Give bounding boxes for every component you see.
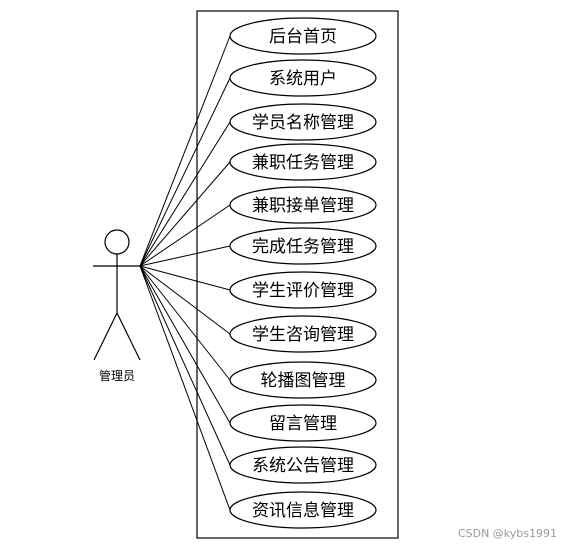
association-line [139, 265, 231, 511]
use-case-label: 系统用户 [269, 69, 337, 89]
use-case-ellipse [229, 186, 377, 224]
use-case-label: 兼职任务管理 [252, 153, 354, 173]
association-line [139, 35, 231, 267]
use-case-label: 兼职接单管理 [252, 196, 354, 216]
actor-left-leg [93, 312, 118, 361]
use-case-ellipse [229, 361, 377, 399]
use-case-label: 后台首页 [269, 27, 337, 47]
actor-label: 管理员 [99, 368, 135, 383]
use-case: 学员名称管理 [229, 103, 377, 141]
association-lines [139, 35, 231, 511]
use-case-ellipse [229, 491, 377, 529]
use-case-ellipse [229, 315, 377, 353]
association-line [139, 265, 231, 381]
association-line [139, 204, 231, 267]
association-line [139, 265, 231, 291]
use-case-label: 留言管理 [269, 414, 337, 434]
use-case-ellipse [229, 17, 377, 55]
association-line [139, 121, 231, 267]
use-case-ellipse [229, 227, 377, 265]
use-case-label: 轮播图管理 [261, 371, 346, 391]
system-boundary [196, 10, 399, 539]
use-case: 资讯信息管理 [229, 491, 377, 529]
use-case-ellipse [229, 404, 377, 442]
actor-right-leg [116, 312, 141, 361]
use-case: 学生咨询管理 [229, 315, 377, 353]
association-line [139, 265, 231, 466]
association-line [139, 77, 231, 267]
actor-head [104, 229, 130, 255]
use-case: 轮播图管理 [229, 361, 377, 399]
association-line [139, 265, 231, 335]
use-case: 后台首页 [229, 17, 377, 55]
use-case: 完成任务管理 [229, 227, 377, 265]
use-case-label: 完成任务管理 [252, 237, 354, 257]
use-case-label: 系统公告管理 [252, 456, 354, 476]
association-line [139, 161, 231, 267]
use-case: 系统公告管理 [229, 446, 377, 484]
use-case-label: 学生咨询管理 [252, 325, 354, 345]
association-line [139, 265, 231, 424]
use-case: 兼职任务管理 [229, 143, 377, 181]
use-case-ellipse [229, 271, 377, 309]
use-case: 留言管理 [229, 404, 377, 442]
actor-figure [93, 229, 141, 361]
use-case: 兼职接单管理 [229, 186, 377, 224]
use-case-label: 资讯信息管理 [252, 501, 354, 521]
use-case-list: 后台首页系统用户学员名称管理兼职任务管理兼职接单管理完成任务管理学生评价管理学生… [229, 17, 377, 529]
use-case-ellipse [229, 446, 377, 484]
use-case-label: 学员名称管理 [252, 113, 354, 133]
use-case: 系统用户 [229, 59, 377, 97]
use-case-ellipse [229, 103, 377, 141]
association-line [139, 245, 231, 267]
use-case-ellipse [229, 143, 377, 181]
watermark: CSDN @kybs1991 [458, 527, 557, 540]
use-case-ellipse [229, 59, 377, 97]
use-case: 学生评价管理 [229, 271, 377, 309]
use-case-label: 学生评价管理 [252, 281, 354, 301]
